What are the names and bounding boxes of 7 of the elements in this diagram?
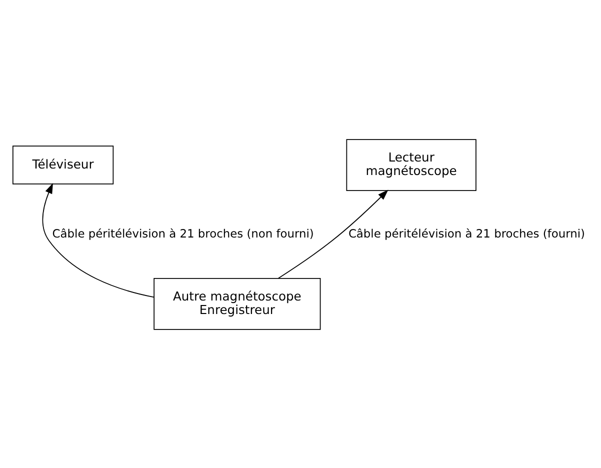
node-box: Téléviseur [12,145,114,184]
node-box: Autre magnétoscope Enregistreur [154,278,321,330]
arrow [42,182,154,298]
edge-label: Câble péritélévision à 21 broches (fourni) [348,226,585,240]
edge-label: Câble péritélévision à 21 broches (non fourni) [52,226,314,240]
arrow [278,189,388,278]
node-box: Lecteur magnétoscope [346,138,476,190]
